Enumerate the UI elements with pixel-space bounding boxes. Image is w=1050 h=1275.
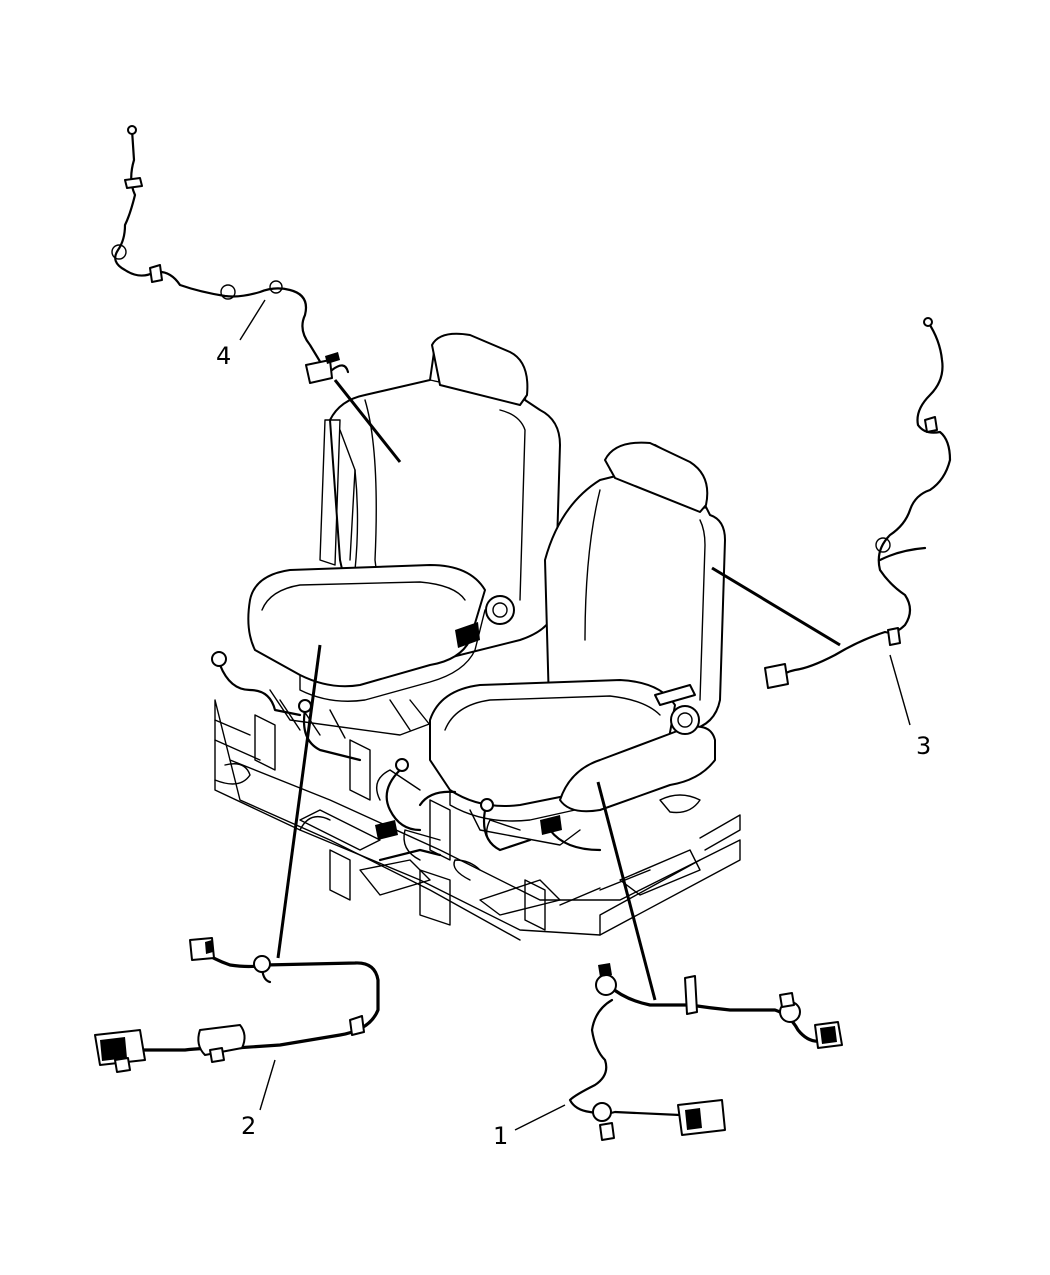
under-seat-wiring [211, 651, 602, 862]
harness-part-1 [568, 963, 843, 1141]
callout-label-3: 3 [916, 732, 931, 760]
callout-2-leader [259, 1059, 276, 1111]
callout-4-leader [239, 299, 266, 341]
callout-label-4: 4 [216, 342, 231, 370]
callout-3-leader [889, 654, 911, 726]
leader-part-4-to-seat [333, 379, 402, 463]
callout-label-2: 2 [241, 1112, 256, 1140]
callout-1-leader [514, 1104, 566, 1131]
left-seat [247, 332, 561, 739]
leader-part-2-to-seat [276, 644, 322, 959]
harness-part-4 [111, 125, 350, 384]
harness-part-3 [764, 317, 952, 689]
right-seat [429, 441, 726, 846]
harness-part-2 [94, 937, 380, 1073]
callout-label-1: 1 [493, 1122, 508, 1150]
leader-part-3-to-seat [711, 566, 841, 647]
leader-part-1-to-seat [596, 781, 657, 1001]
